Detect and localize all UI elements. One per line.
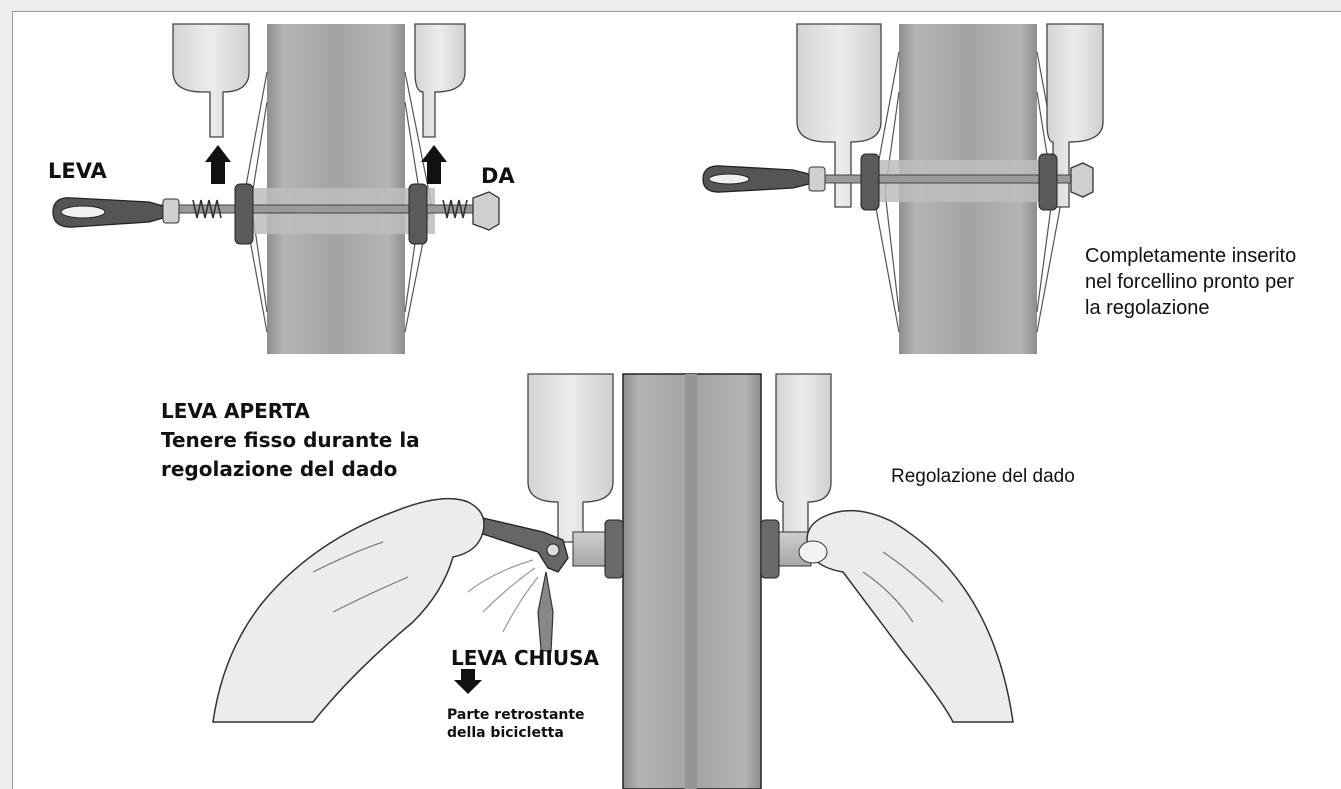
label-leva: LEVA bbox=[48, 159, 107, 183]
lever-closed bbox=[538, 572, 553, 652]
fork-left bbox=[173, 24, 249, 137]
right-hand bbox=[807, 511, 1013, 722]
parte-line1: Parte retrostante bbox=[447, 706, 585, 724]
tenere-line1: Tenere fisso durante la bbox=[161, 426, 420, 455]
fork-right bbox=[415, 24, 465, 137]
label-lever-closed: LEVA CHIUSA bbox=[451, 646, 599, 670]
label-fully-inserted: Completamente inserito nel forcellino pr… bbox=[1085, 243, 1305, 321]
up-arrow-icon bbox=[205, 145, 231, 184]
label-bike-rear: Parte retrostante della bicicletta bbox=[447, 706, 585, 742]
panel-fully-inserted bbox=[703, 24, 1103, 354]
leva-aperta-title: LEVA APERTA bbox=[161, 397, 420, 426]
left-hand bbox=[213, 499, 484, 722]
panel-wheel-insertion bbox=[53, 24, 499, 354]
up-arrow-icon bbox=[421, 145, 447, 184]
fork-left bbox=[528, 374, 613, 542]
label-lever-open: LEVA APERTA Tenere fisso durante la rego… bbox=[161, 397, 420, 484]
tenere-line2: regolazione del dado bbox=[161, 455, 420, 484]
parte-line2: della bicicletta bbox=[447, 724, 585, 742]
down-arrow-icon bbox=[454, 669, 482, 694]
label-nut-adjustment: Regolazione del dado bbox=[891, 466, 1075, 488]
adjusting-nut bbox=[1071, 163, 1093, 197]
label-da: DA bbox=[481, 164, 515, 188]
instruction-sheet: LEVA DA Completamente inserito nel force… bbox=[12, 11, 1341, 789]
adjusting-nut bbox=[473, 192, 499, 230]
